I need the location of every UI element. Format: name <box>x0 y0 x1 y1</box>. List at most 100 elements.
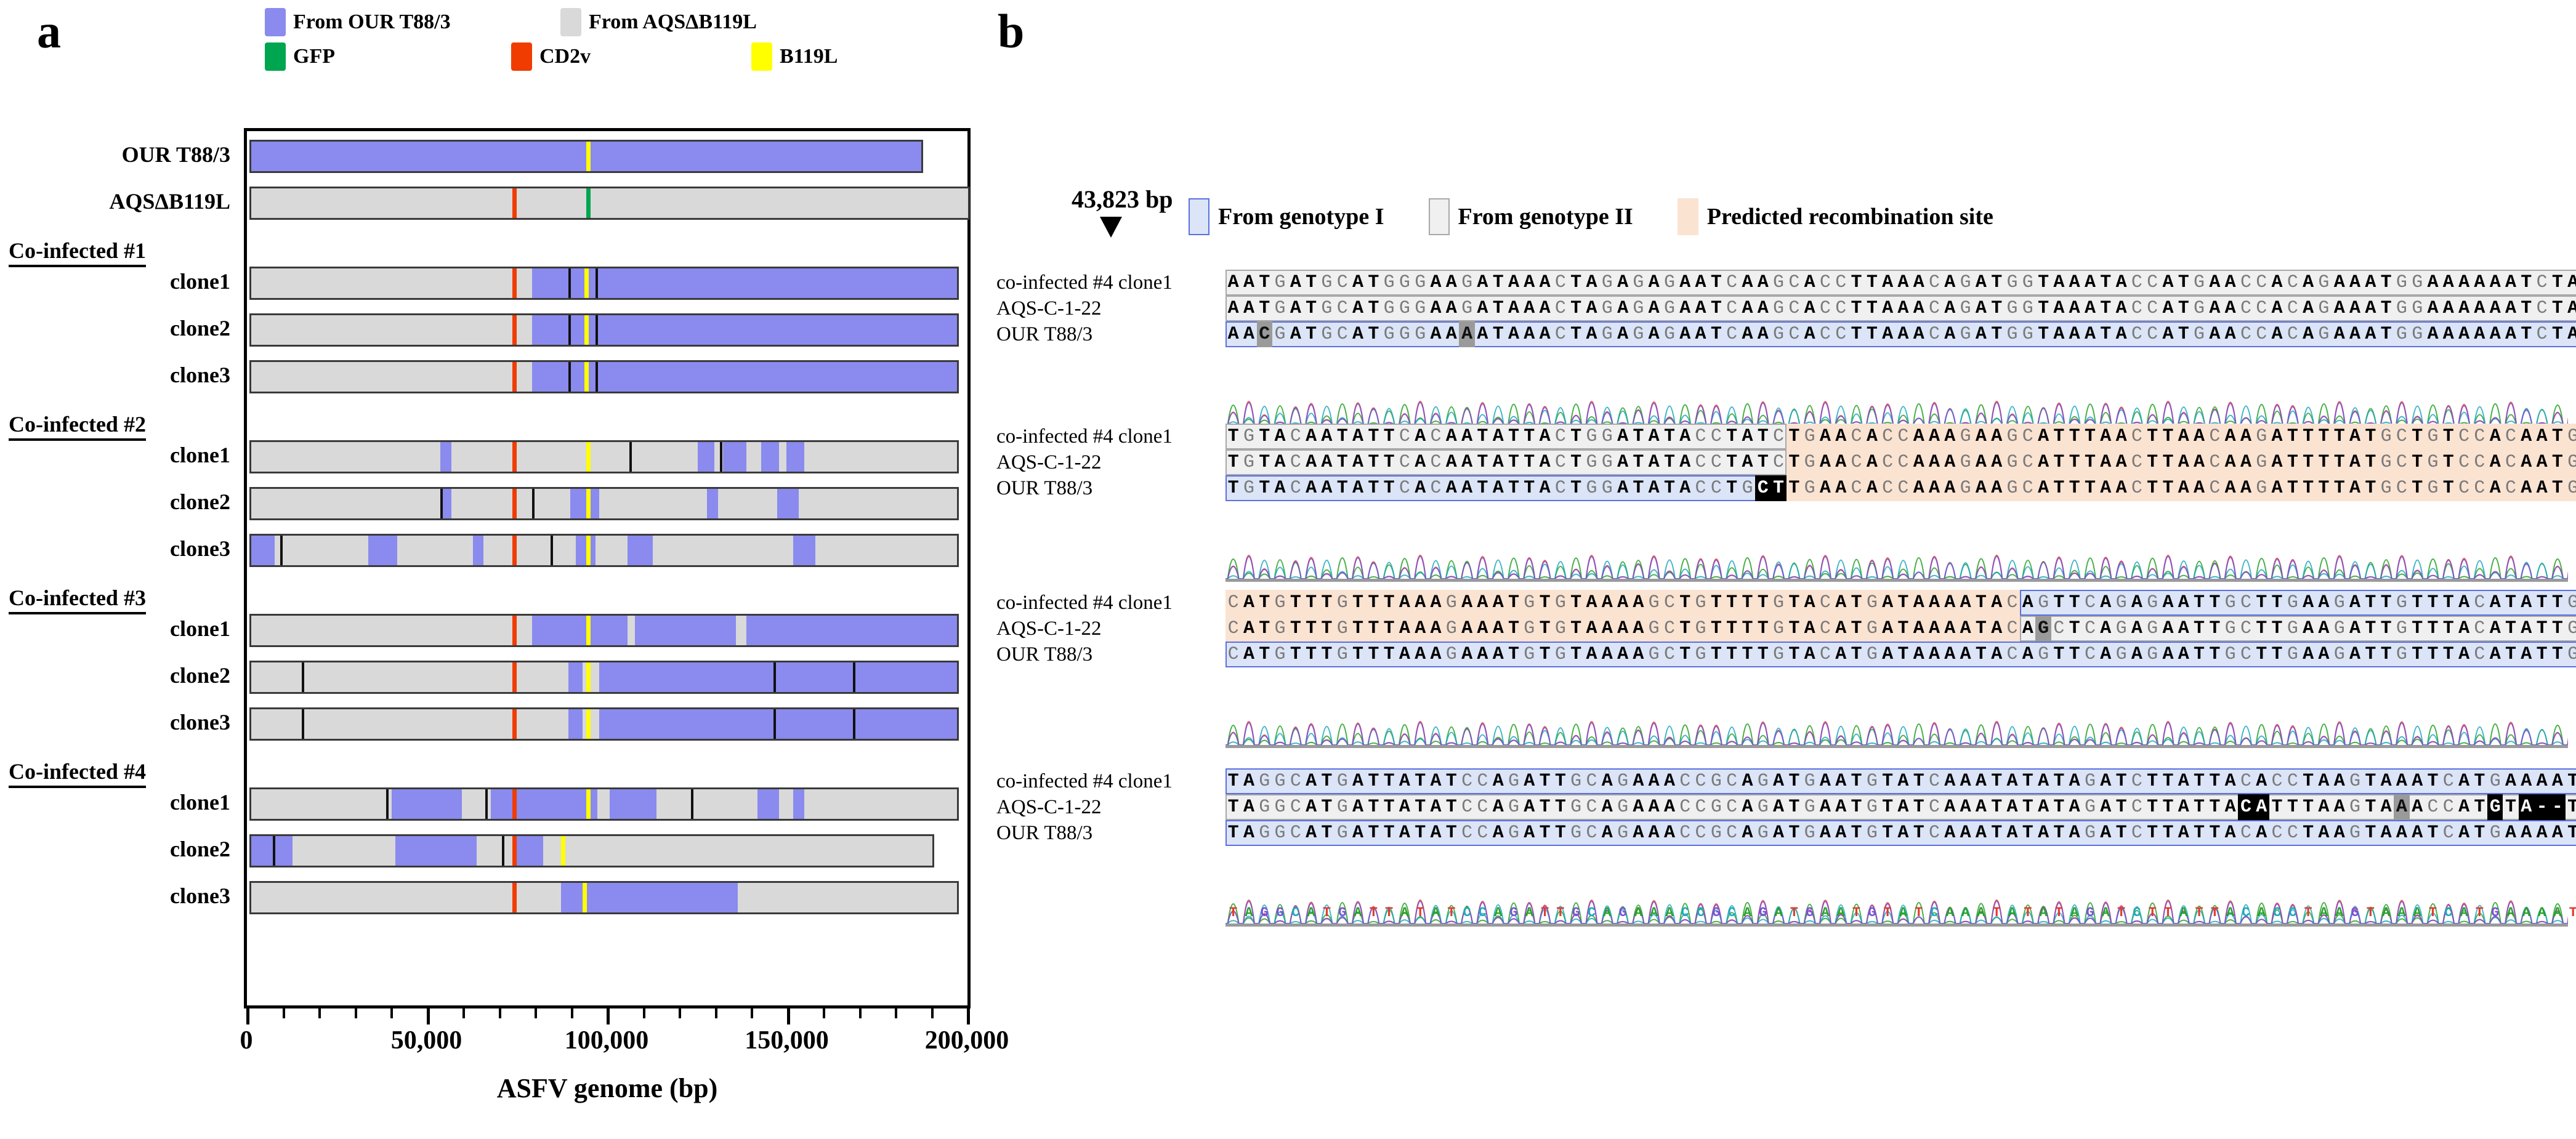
sequence-base: A <box>2412 823 2423 843</box>
sequence-base: A <box>1539 272 1551 293</box>
legend-label: From OUR T88/3 <box>293 10 451 33</box>
sequence-base: T <box>1321 823 1333 843</box>
sequence-base: G <box>2567 452 2576 473</box>
sequence-base: A <box>2100 644 2112 665</box>
sequence-base: A <box>1633 592 1644 613</box>
legend-swatch-icon <box>511 42 532 71</box>
sequence-base: G <box>2349 823 2361 843</box>
sequence-base: T <box>1445 797 1457 818</box>
sequence-base: T <box>1726 618 1738 639</box>
sequence-base: T <box>2505 797 2516 818</box>
sequence-base: A <box>1991 478 2003 499</box>
sequence-base: G <box>1554 618 1566 639</box>
sequence-base: A <box>1539 478 1551 499</box>
sequence-base: G <box>1586 452 1597 473</box>
sequence-base: T <box>1679 644 1691 665</box>
sequence-base: T <box>2115 823 2127 843</box>
sequence-base: G <box>1710 823 1722 843</box>
sequence-base: T <box>2069 426 2080 447</box>
sequence-base: T <box>1788 426 1800 447</box>
sequence-base: A <box>1430 324 1442 345</box>
sequence-base: C <box>1430 452 1442 473</box>
sequence-base: A <box>1243 823 1254 843</box>
sequence-base: A <box>1913 592 1924 613</box>
sequence-base: T <box>1679 618 1691 639</box>
basecall-base: A <box>1307 905 1315 920</box>
sequence-base: G <box>1274 618 1286 639</box>
sequence-base: T <box>2365 771 2376 792</box>
genome-marker-cd2v <box>512 536 517 565</box>
sequence-base: T <box>1383 797 1395 818</box>
genome-segment-aqs <box>251 616 533 645</box>
axis-minor-tick <box>390 1008 393 1018</box>
sequence-base: A <box>2536 771 2548 792</box>
sequence-base: A <box>1352 478 1364 499</box>
sequence-base: G <box>2396 298 2407 319</box>
sequence-base: G <box>2256 478 2267 499</box>
sequence-base: A <box>2100 592 2112 613</box>
basecall-base: A <box>2008 905 2017 920</box>
sequence-base: T <box>2162 478 2174 499</box>
sequence-base: G <box>1259 771 1270 792</box>
basecall-base: A <box>1400 905 1409 920</box>
sequence-base: G <box>1524 644 1535 665</box>
sequence-base: T <box>2053 592 2065 613</box>
sequence-base: A <box>1897 298 1909 319</box>
sequence-base: A <box>2303 272 2314 293</box>
sequence-base: G <box>2567 478 2576 499</box>
sequence-base: T <box>1975 592 1987 613</box>
sequence-base: T <box>1227 823 1239 843</box>
genome-segment-aqs <box>653 536 794 565</box>
sequence-base: T <box>2271 618 2283 639</box>
sequence-base: A <box>1430 272 1442 293</box>
sequence-base: G <box>2427 452 2439 473</box>
genome-marker-break <box>550 536 553 565</box>
sequence-base: A <box>1819 771 1831 792</box>
sequence-base: A <box>2194 478 2205 499</box>
sequence-base: A <box>1461 618 1473 639</box>
sequence-base: A <box>1975 426 1987 447</box>
sequence-base: A <box>1524 272 1535 293</box>
sequence-base: G <box>2022 298 2033 319</box>
sequence-base: T <box>2194 618 2205 639</box>
sequence-base: A <box>1274 452 1286 473</box>
sequence-base: T <box>2521 298 2532 319</box>
sequence-base: T <box>1570 298 1582 319</box>
genome-segment-our <box>698 442 714 472</box>
axis-tick-label: 100,000 <box>564 1026 649 1055</box>
sequence-base: G <box>2194 298 2205 319</box>
sequence-base: A <box>2162 618 2174 639</box>
sequence-base: A <box>1492 823 1504 843</box>
basecall-base: T <box>2304 905 2312 920</box>
sequence-base: T <box>2147 426 2158 447</box>
sequence-base: A <box>2069 324 2080 345</box>
genome-segment-aqs <box>543 836 932 866</box>
sequence-base: T <box>1508 478 1519 499</box>
sequence-base: T <box>2333 452 2345 473</box>
sequence-base: A <box>1430 592 1442 613</box>
axis-minor-tick <box>751 1008 753 1018</box>
sequence-base: G <box>2412 298 2423 319</box>
axis-minor-tick <box>714 1008 717 1018</box>
sequence-base: A <box>2536 452 2548 473</box>
sequence-base: A <box>1415 452 1426 473</box>
sequence-base: C <box>1430 426 1442 447</box>
sequence-base: C <box>2238 794 2254 820</box>
genome-segment-aqs <box>599 489 708 518</box>
sequence-base: A <box>2038 478 2049 499</box>
sequence-base: T <box>2442 452 2454 473</box>
basecall-base: A <box>2179 905 2188 920</box>
sequence-base: A <box>1804 644 1815 665</box>
sequence-base: C <box>1819 592 1831 613</box>
sequence-base: A <box>1633 618 1644 639</box>
sequence-base: T <box>2442 426 2454 447</box>
sequence-base: G <box>2380 478 2392 499</box>
sequence-base: C <box>2474 592 2485 613</box>
sequence-base: A <box>1477 618 1488 639</box>
sequence-base: T <box>2318 452 2330 473</box>
chromatogram-baseline <box>1225 745 2568 748</box>
sequence-base: C <box>2474 478 2485 499</box>
sequence-background <box>1225 475 1787 501</box>
genome-marker-b119l <box>586 536 591 565</box>
